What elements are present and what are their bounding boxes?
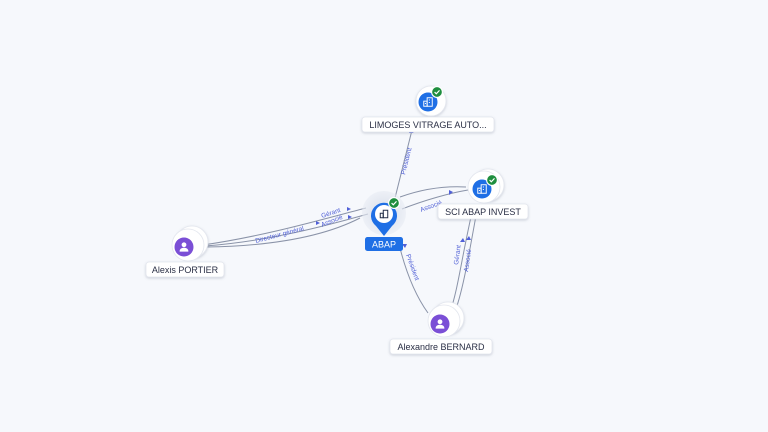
company-node-circle xyxy=(472,179,492,199)
edge-label-associe: Associé xyxy=(463,248,473,272)
node-label: Alexandre BERNARD xyxy=(397,342,485,352)
focus-label-box xyxy=(365,237,403,251)
edge-label-president: Président xyxy=(404,253,420,281)
node-label-box xyxy=(361,116,495,133)
edge-label-gerant: Gérant xyxy=(453,244,463,265)
node-label: Alexis PORTIER xyxy=(152,265,219,275)
pin-inner-circle xyxy=(375,205,393,223)
edge-alexandre-abap[interactable]: Président xyxy=(397,239,429,314)
node-label-box xyxy=(437,203,529,220)
node-label-box xyxy=(145,261,225,278)
node-abap[interactable]: ABAP xyxy=(362,191,406,251)
edge-alexandre-sci[interactable]: Gérant Associé xyxy=(449,207,478,315)
edge-alexis-abap[interactable]: Gérant Associé Directeur général xyxy=(202,207,369,248)
building-icon xyxy=(379,209,389,219)
edge-abap-limoges[interactable]: Président xyxy=(394,128,414,199)
edge-label-president: Président xyxy=(400,147,413,176)
node-label: LIMOGES VITRAGE AUTO... xyxy=(369,120,486,130)
node-sci-abap-invest[interactable]: SCI ABAP INVEST xyxy=(437,168,529,220)
node-alexandre-bernard[interactable]: Alexandre BERNARD xyxy=(389,301,493,355)
node-label-box xyxy=(389,338,493,355)
company-node-circle xyxy=(418,92,438,112)
node-label: SCI ABAP INVEST xyxy=(445,207,521,217)
check-badge-icon xyxy=(431,85,443,99)
node-alexis-portier[interactable]: Alexis PORTIER xyxy=(145,225,225,278)
check-badge-icon xyxy=(388,197,400,209)
node-limoges-vitrage[interactable]: LIMOGES VITRAGE AUTO... xyxy=(361,85,495,133)
check-badge-icon xyxy=(486,174,498,186)
node-label: ABAP xyxy=(372,240,396,250)
